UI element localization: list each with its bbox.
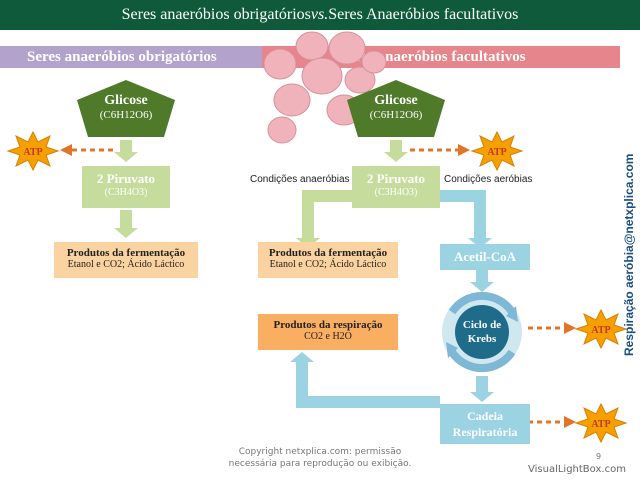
arrow-atp-right-head	[458, 144, 470, 156]
krebs-core	[455, 305, 509, 359]
krebs-line2: Krebs	[467, 333, 497, 345]
fermentation-left-products: Etanol e CO2; Ácido Láctico	[67, 259, 185, 270]
atp-star-chain: ATP	[574, 402, 628, 444]
arrow-chain-respiration	[290, 352, 440, 408]
copyright-line2: necessária para reprodução ou exibição.	[228, 459, 412, 469]
arrow-krebs-atp-head	[564, 322, 576, 334]
glucose-left-formula: (C6H12O6)	[99, 109, 153, 121]
fermentation-left-box: Produtos da fermentação Etanol e CO2; Ác…	[54, 242, 198, 278]
glucose-left-name: Glicose	[104, 93, 148, 108]
atp-left-label: ATP	[23, 147, 42, 158]
atp-right-label: ATP	[487, 147, 506, 158]
pyruvate-right-formula: (C3H4O3)	[374, 187, 418, 198]
title-vs: vs.	[310, 6, 329, 23]
arrow-krebs-chain	[470, 376, 494, 402]
atp-star-krebs: ATP	[574, 308, 628, 350]
band-obligate-label: Seres anaeróbios obrigatórios	[27, 48, 217, 65]
krebs-cycle-arrow-top-head	[506, 306, 518, 322]
arrow-glucose-pyruvate-left	[114, 140, 138, 162]
arrow-pyruvate-fermentation-left	[114, 210, 138, 238]
page-number: 9	[596, 452, 602, 461]
visuallightbox-watermark[interactable]: VisualLightBox.com	[528, 464, 626, 475]
krebs-cycle-arrow-bottom	[448, 349, 516, 373]
glucose-right-name: Glicose	[374, 93, 418, 108]
pyruvate-left-box: 2 Piruvato (C3H4O3)	[82, 166, 170, 208]
arrow-chain-atp-head	[564, 416, 576, 428]
copyright-line1: Copyright netxplica.com: permissão	[238, 447, 402, 457]
atp-krebs-label: ATP	[591, 325, 610, 336]
atp-star-left: ATP	[6, 130, 60, 172]
acetyl-coa-label: Acetil-CoA	[453, 249, 517, 264]
pyruvate-right-box: 2 Piruvato (C3H4O3)	[352, 166, 440, 208]
arrow-aerobic-branch	[440, 190, 492, 248]
title-part1: Seres anaeróbios obrigatórios	[121, 6, 311, 23]
respiratory-chain-box: Cadeia Respiratória	[440, 404, 530, 444]
krebs-cycle-arrow-top	[448, 291, 516, 315]
fermentation-right-title: Produtos da fermentação	[268, 247, 388, 259]
condition-aerobic: Condições aeróbias	[444, 174, 533, 185]
respiration-products: CO2 e H2O	[304, 331, 352, 342]
arrow-glucose-pyruvate-right	[384, 140, 408, 162]
fermentation-right-box: Produtos da fermentação Etanol e CO2; Ác…	[258, 242, 398, 278]
fermentation-left-title: Produtos da fermentação	[66, 247, 186, 259]
acetyl-coa-box: Acetil-CoA	[440, 244, 530, 270]
chain-line1: Cadeia	[467, 409, 503, 423]
pyruvate-right-name: 2 Piruvato	[366, 171, 426, 186]
side-credit: Respiração aeróbia@netxplica.com	[622, 153, 636, 356]
glucose-right-formula: (C6H12O6)	[369, 109, 423, 121]
title-part2: Seres Anaeróbios facultativos	[328, 6, 519, 23]
krebs-label: Ciclo de Krebs	[455, 318, 509, 346]
fermentation-right-products: Etanol e CO2; Ácido Láctico	[269, 259, 387, 270]
krebs-cycle-arrow-bottom-head	[446, 342, 458, 358]
band-obligate: Seres anaeróbios obrigatórios	[0, 46, 262, 68]
glucose-right-label: Glicose (C6H12O6)	[346, 80, 446, 121]
glucose-pentagon-left	[77, 80, 175, 137]
pyruvate-left-formula: (C3H4O3)	[104, 187, 148, 198]
arrow-anaerobic-branch	[296, 190, 352, 248]
atp-chain-label: ATP	[591, 419, 610, 430]
arrow-acetyl-krebs	[470, 270, 494, 292]
copyright-footer: Copyright netxplica.com: permissão neces…	[220, 446, 420, 470]
respiration-box: Produtos da respiração CO2 e H2O	[258, 314, 398, 350]
arrow-atp-left-head	[60, 144, 72, 156]
pyruvate-left-name: 2 Piruvato	[96, 171, 156, 186]
condition-anaerobic: Condições anaeróbias	[250, 174, 350, 185]
title-bar: Seres anaeróbios obrigatórios vs. Seres …	[0, 0, 640, 30]
chain-line2: Respiratória	[452, 425, 518, 439]
glucose-pentagon-right	[347, 80, 445, 137]
respiration-title: Produtos da respiração	[273, 319, 383, 331]
atp-star-right: ATP	[470, 130, 524, 172]
glucose-left-label: Glicose (C6H12O6)	[76, 80, 176, 121]
krebs-line1: Ciclo de	[462, 319, 502, 331]
